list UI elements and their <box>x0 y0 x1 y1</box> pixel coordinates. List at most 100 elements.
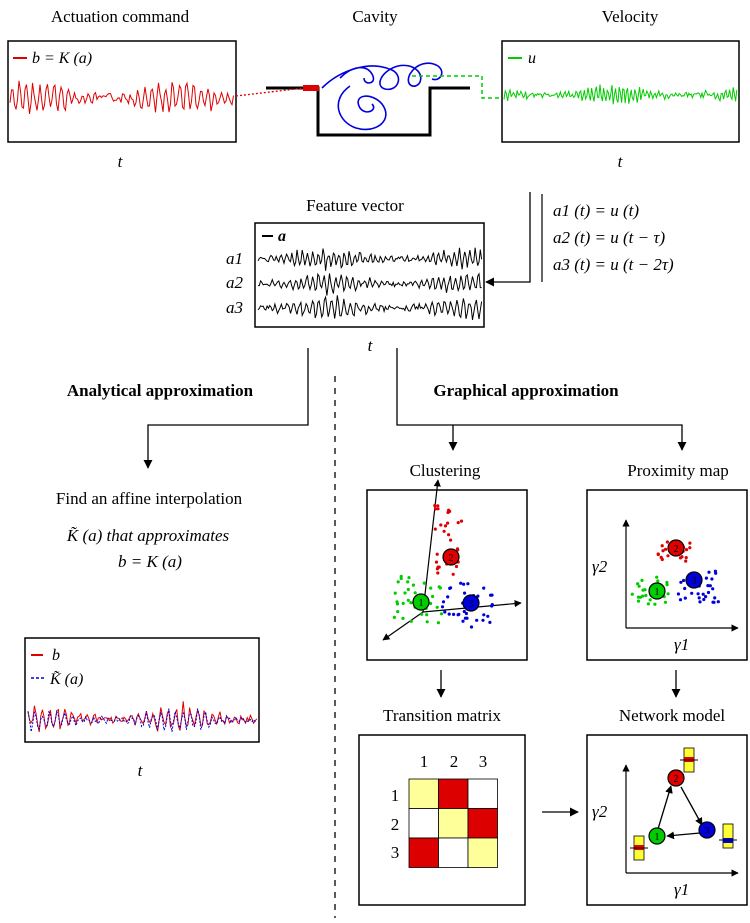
scatter-point <box>454 564 459 569</box>
velocity-legend: u <box>528 50 536 67</box>
equation-a1: a1 (t) = u (t) <box>553 201 639 220</box>
analytical-signal-k <box>27 708 257 732</box>
proximity-centroid-2-label: 2 <box>674 544 679 555</box>
actuation-connector <box>235 87 305 97</box>
proximity-title: Proximity map <box>627 461 729 480</box>
scatter-point <box>698 600 702 604</box>
feature-plot-frame <box>254 222 485 328</box>
network-node-3-label: 3 <box>705 826 710 837</box>
scatter-point <box>457 612 461 616</box>
scatter-point <box>436 571 440 575</box>
scatter-point <box>403 591 407 595</box>
scatter-point <box>456 548 460 552</box>
network-node-1-label: 1 <box>655 832 660 843</box>
network-node-3: 3 <box>698 821 716 839</box>
scatter-point <box>646 602 651 606</box>
scatter-point <box>407 576 411 580</box>
scatter-point <box>441 600 446 604</box>
scatter-point <box>456 521 460 525</box>
scatter-point <box>436 621 440 625</box>
scatter-point <box>462 582 466 586</box>
scatter-point <box>648 598 652 602</box>
scatter-point <box>447 533 451 537</box>
scatter-point <box>680 555 684 559</box>
scatter-point <box>678 598 683 602</box>
scatter-point <box>425 620 429 624</box>
matrix-cell <box>438 778 469 809</box>
scatter-point <box>461 619 465 623</box>
scatter-point <box>656 552 660 556</box>
feature-signal-a1 <box>257 247 483 271</box>
scatter-point <box>451 572 455 576</box>
network-node-2-bar <box>680 747 698 773</box>
clustering-panel <box>366 489 528 661</box>
network-axes <box>622 764 739 877</box>
scatter-point <box>392 615 396 620</box>
scatter-point <box>436 507 440 511</box>
clustering-centroid-3: 3 <box>462 594 480 612</box>
actuation-time-axis: t <box>118 152 124 171</box>
scatter-point <box>688 541 692 545</box>
analytical-time-axis: t <box>138 761 144 780</box>
scatter-point <box>447 612 451 616</box>
scatter-point <box>482 586 486 590</box>
scatter-point <box>406 587 410 592</box>
proximity-centroid-3: 3 <box>685 571 703 589</box>
proximity-centroid-2: 2 <box>667 539 685 557</box>
scatter-point <box>435 552 439 556</box>
scatter-point <box>684 556 688 560</box>
cavity-schematic <box>266 62 470 137</box>
scatter-point <box>683 596 687 600</box>
scatter-point <box>701 592 705 596</box>
scatter-point <box>435 605 439 609</box>
scatter-point <box>459 519 464 523</box>
proximity-panel <box>586 489 748 661</box>
cavity-title: Cavity <box>352 7 398 26</box>
scatter-point <box>638 595 643 599</box>
matrix-cell <box>467 808 498 839</box>
transition-matrix <box>408 778 498 868</box>
scatter-point <box>434 507 438 511</box>
matrix-col-header-2: 2 <box>450 752 459 771</box>
scatter-point <box>481 618 485 622</box>
scatter-point <box>443 524 448 528</box>
scatter-point <box>660 557 664 562</box>
scatter-point <box>396 580 400 584</box>
scatter-point <box>683 586 687 591</box>
scatter-point <box>490 593 494 597</box>
clustering-centroid-1-label: 1 <box>419 598 424 609</box>
scatter-point <box>463 616 467 620</box>
clustering-centroid-2-label: 2 <box>449 553 454 564</box>
scatter-point <box>712 600 716 604</box>
actuation-title: Actuation command <box>51 7 190 26</box>
actuation-legend: b = K (a) <box>32 50 92 67</box>
scatter-point <box>637 584 641 588</box>
matrix-cell <box>438 837 469 868</box>
proximity-centroid-1-label: 1 <box>655 587 660 598</box>
scatter-point <box>399 576 403 581</box>
scatter-point <box>437 585 441 589</box>
scatter-point <box>440 605 445 609</box>
scatter-point <box>422 581 426 585</box>
scatter-point <box>475 618 479 622</box>
scatter-point <box>446 510 450 515</box>
network-node-1: 1 <box>648 827 666 845</box>
scatter-point <box>439 612 444 616</box>
scatter-point <box>420 612 424 616</box>
clustering-title: Clustering <box>410 461 481 480</box>
scatter-point <box>490 603 494 607</box>
scatter-point <box>707 570 711 574</box>
clustering-centroid-1: 1 <box>412 593 430 611</box>
scatter-point <box>661 549 665 553</box>
matrix-row-header-3: 3 <box>391 843 400 862</box>
feature-row-label-a1: a1 <box>226 249 243 268</box>
equation-a2: a2 (t) = u (t − τ) <box>553 228 665 247</box>
scatter-point <box>660 544 664 548</box>
scatter-point <box>439 523 443 527</box>
matrix-cell <box>408 808 439 839</box>
scatter-point <box>434 560 439 564</box>
scatter-point <box>666 592 670 596</box>
proximity-centroid-1: 1 <box>648 582 666 600</box>
scatter-point <box>663 600 668 604</box>
